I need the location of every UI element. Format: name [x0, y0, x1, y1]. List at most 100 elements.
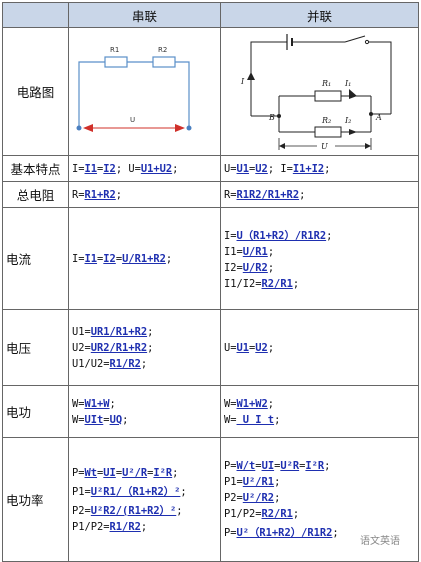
answer-term: R1R2/R1+R2 — [236, 188, 300, 201]
formula-text: = — [299, 460, 306, 472]
answer-term: UI — [103, 466, 116, 479]
formula-text: ; — [147, 341, 154, 354]
formula-text: W= — [72, 413, 85, 426]
formula-line: P1=U²/R1; — [224, 476, 415, 488]
answer-term: R1/R2 — [109, 520, 141, 533]
series-diagram-cell: R1 R2 U — [68, 27, 221, 156]
label-a: A — [375, 113, 382, 122]
formula-line: I=U（R1+R2）/R1R2; — [224, 227, 415, 242]
formula-text: = — [97, 162, 104, 175]
node-a — [369, 112, 373, 116]
formula-line: U2=UR2/R1+R2; — [72, 342, 217, 354]
answer-term: I2 — [103, 252, 116, 265]
arrow-right — [175, 124, 185, 132]
answer-term: U1 — [236, 341, 250, 354]
row-power: 电功率 P=Wt=UI=U²/R=I²R;P1=U²R1/（R1+R2）²;P2… — [2, 437, 419, 562]
answer-term: W1+W2 — [236, 397, 268, 410]
formula-text: P1/P2= — [72, 520, 110, 533]
formula-text: ; — [140, 357, 148, 370]
formula-line: I2=U/R2; — [224, 262, 415, 274]
answer-term: R1/R2 — [109, 357, 141, 370]
series-cell: I=I1=I2; U=U1+U2; — [68, 155, 221, 182]
formula-line: P=U²（R1+R2）/R1R2; — [224, 524, 415, 539]
formula-line: W=UIt=UQ; — [72, 414, 217, 426]
answer-term: W/t — [236, 460, 256, 472]
formula-line: W=W1+W; — [72, 398, 217, 410]
formula-text: ; — [292, 278, 300, 290]
formula-text: = — [97, 252, 104, 265]
formula-line: R=R1+R2; — [72, 189, 217, 201]
row-label: 电路图 — [2, 27, 69, 156]
formula-text: = — [147, 466, 154, 479]
formula-text: U= — [224, 162, 237, 175]
row-basic: 基本特点 I=I1=I2; U=U1+U2; U=U1=U2; I=I1+I2; — [2, 155, 419, 182]
formula-line: P2=U²/R2; — [224, 492, 415, 504]
formula-text: W= — [224, 397, 237, 410]
answer-term: U²R2/(R1+R2）² — [90, 504, 177, 517]
formula-line: U1/U2=R1/R2; — [72, 358, 217, 370]
node-b — [277, 114, 281, 118]
formula-line: W=W1+W2; — [224, 398, 415, 410]
formula-text: ; — [274, 476, 281, 488]
parallel-cell: R=R1R2/R1+R2; — [220, 181, 419, 208]
series-cell: P=Wt=UI=U²/R=I²R;P1=U²R1/（R1+R2）²;P2=U²R… — [68, 437, 221, 562]
series-cell: W=W1+W; W=UIt=UQ; — [68, 385, 221, 438]
formula-line: P=W/t=UI=U²R=I²R; — [224, 460, 415, 472]
formula-text: I1= — [224, 246, 243, 258]
arrow-left — [83, 124, 93, 132]
answer-term: U1+U2 — [140, 162, 173, 175]
formula-text: P1/P2= — [224, 508, 262, 520]
formula-text: U1= — [72, 325, 91, 338]
formula-text: P= — [224, 460, 237, 472]
resistor-r2 — [314, 126, 342, 138]
switch — [344, 35, 366, 43]
series-cell: I=I1=I2=U/R1+R2; — [68, 207, 221, 310]
row-label: 电流 — [2, 207, 69, 310]
formula-text: ; U= — [115, 162, 141, 175]
formula-text: ; — [267, 246, 275, 258]
parallel-cell: U=U1=U2; — [220, 309, 419, 386]
answer-term: R2/R1 — [261, 508, 293, 520]
formula-text: = — [249, 162, 256, 175]
label-i2: I₂ — [344, 116, 351, 125]
formula-text: R= — [224, 188, 237, 201]
row-label: 电压 — [2, 309, 69, 386]
formula-line: P=Wt=UI=U²/R=I²R; — [72, 467, 217, 479]
answer-term: UIt — [84, 413, 104, 426]
answer-term: UQ — [109, 413, 123, 426]
label-r2: R2 — [158, 46, 167, 54]
formula-text: ; — [165, 252, 173, 265]
formula-text: ; — [180, 485, 187, 498]
answer-term: I1+I2 — [292, 162, 325, 175]
formula-text: ; — [326, 230, 333, 242]
formula-line: P1/P2=R2/R1; — [224, 508, 415, 520]
formula-text: W= — [224, 413, 237, 426]
answer-term: I1 — [84, 162, 98, 175]
formula-text: ; — [172, 162, 179, 175]
header-parallel: 并联 — [220, 2, 419, 28]
row-resistance: 总电阻 R=R1+R2; R=R1R2/R1+R2; — [2, 181, 419, 208]
formula-text: P2= — [224, 492, 243, 504]
formula-text: ; — [115, 188, 123, 201]
answer-term: W1+W — [84, 397, 110, 410]
formula-text: ; — [267, 262, 275, 274]
formula-line: I=I1=I2; U=U1+U2; — [72, 163, 217, 175]
formula-line: I1=U/R1; — [224, 246, 415, 258]
answer-term: I2 — [103, 162, 116, 175]
row-label: 电功 — [2, 385, 69, 438]
answer-term: UI — [261, 460, 275, 472]
formula-text: = — [115, 252, 123, 265]
formula-text: I= — [72, 252, 85, 265]
answer-term: R2/R1 — [261, 278, 293, 290]
formula-text: = — [274, 460, 281, 472]
answer-term: U2 — [255, 162, 268, 175]
formula-line: R=R1R2/R1+R2; — [224, 189, 415, 201]
formula-text: U1/U2= — [72, 357, 110, 370]
answer-term: I1 — [84, 252, 98, 265]
formula-text: ; — [176, 504, 183, 517]
formula-text: P1= — [72, 485, 91, 498]
formula-text: P1= — [224, 476, 243, 488]
formula-line: I=I1=I2=U/R1+R2; — [72, 253, 217, 265]
parallel-cell: I=U（R1+R2）/R1R2;I1=U/R1;I2=U/R2;I1/I2=R2… — [220, 207, 419, 310]
